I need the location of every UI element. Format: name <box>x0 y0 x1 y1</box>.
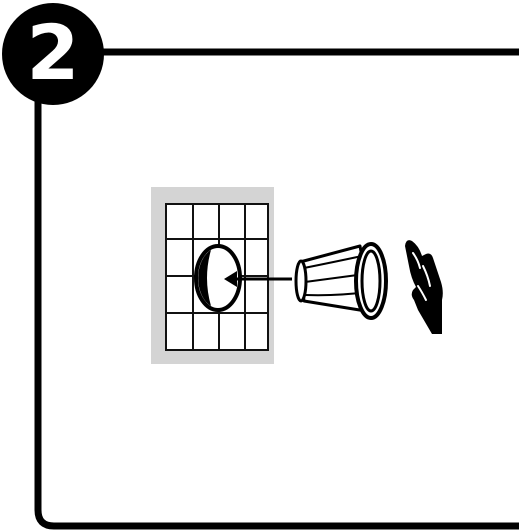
step-badge-icon <box>2 3 104 105</box>
hand-icon <box>405 240 443 334</box>
panel-frame <box>34 48 519 530</box>
hole-icon <box>194 244 242 312</box>
cap-icon <box>294 242 388 320</box>
arrow-left-icon <box>224 271 292 287</box>
